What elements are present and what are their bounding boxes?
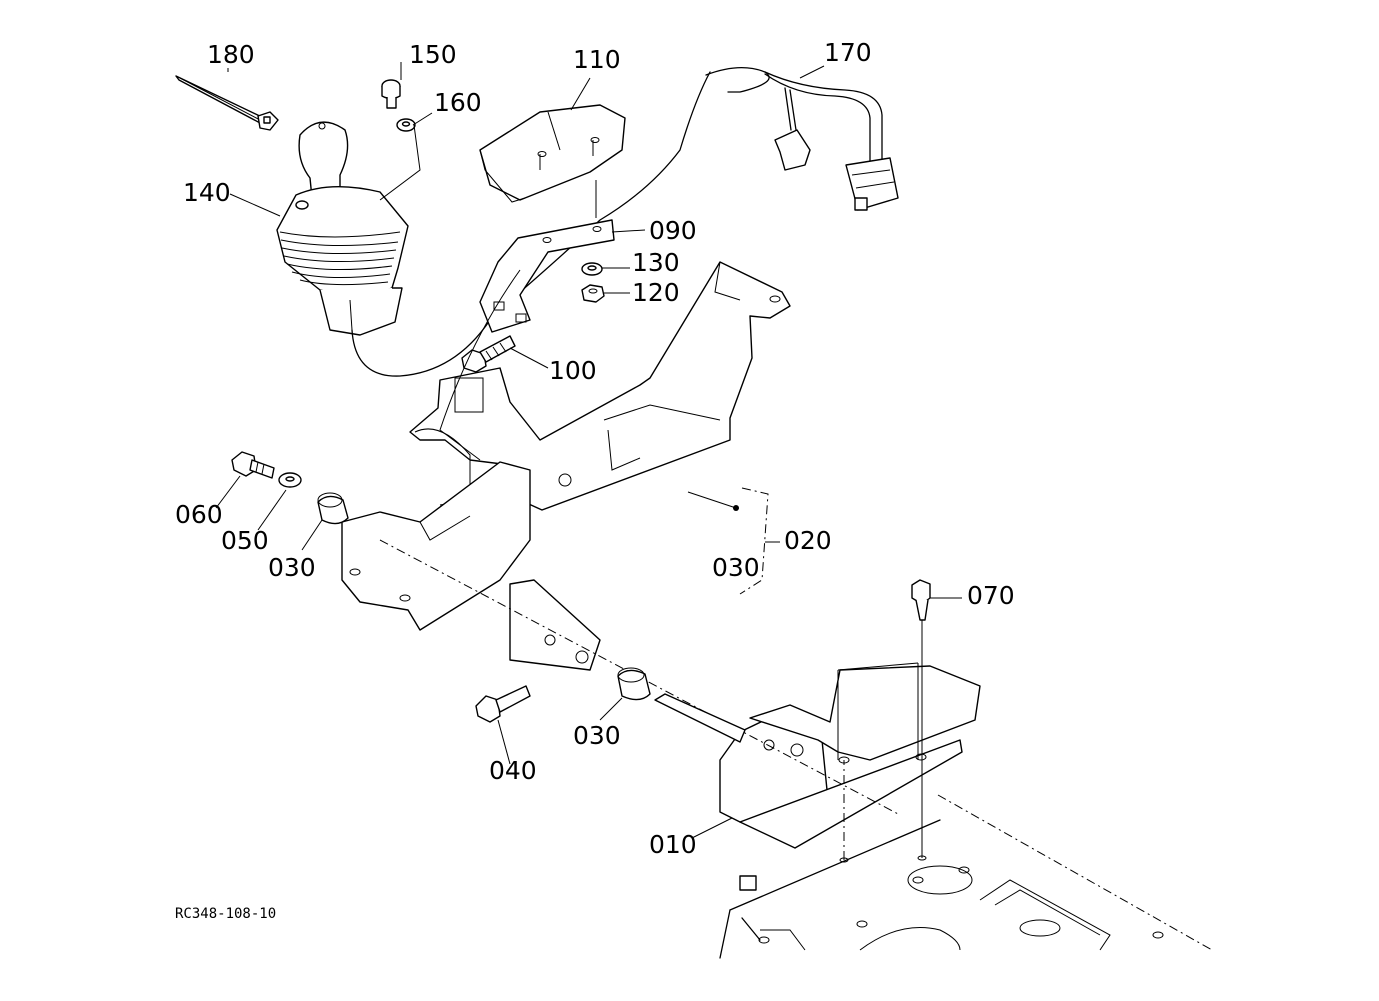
callout-070: 070 xyxy=(967,581,1015,610)
callout-030-lower: 030 xyxy=(573,721,621,750)
part-010-base-frame xyxy=(341,461,981,849)
callout-050: 050 xyxy=(221,526,269,555)
part-160-washer xyxy=(396,118,416,132)
callout-150: 150 xyxy=(409,40,457,69)
part-120-nut xyxy=(581,284,605,303)
callout-100: 100 xyxy=(549,356,597,385)
callout-160: 160 xyxy=(434,88,482,117)
part-020-main-bracket xyxy=(409,261,791,511)
callout-060: 060 xyxy=(175,500,223,529)
callout-010: 010 xyxy=(649,830,697,859)
part-050-washer xyxy=(278,472,302,488)
part-040-pin xyxy=(475,685,531,723)
part-030-bushing-upper xyxy=(317,492,349,525)
callout-090: 090 xyxy=(649,216,697,245)
part-060-bolt xyxy=(231,451,275,479)
drawing-code: RC348-108-10 xyxy=(175,906,276,922)
part-180-cable-tie xyxy=(175,75,279,131)
part-130-washer xyxy=(581,262,603,276)
part-090-bracket xyxy=(479,219,615,333)
callout-040: 040 xyxy=(489,756,537,785)
callout-180: 180 xyxy=(207,40,255,69)
callout-170: 170 xyxy=(824,38,872,67)
callout-140: 140 xyxy=(183,178,231,207)
part-170-harness xyxy=(489,67,899,319)
part-110-grip-cover xyxy=(479,104,626,218)
part-030-bushing-lower xyxy=(617,667,651,701)
callout-110: 110 xyxy=(573,45,621,74)
callout-120: 120 xyxy=(632,278,680,307)
part-150-bolt xyxy=(381,79,401,109)
leader-dot xyxy=(733,505,739,511)
part-140-joystick xyxy=(276,121,491,377)
callout-030-upper: 030 xyxy=(268,553,316,582)
callout-labels: 180 150 160 110 170 140 090 130 120 100 … xyxy=(175,38,1015,859)
callout-020: 020 xyxy=(784,526,832,555)
pin-shaft xyxy=(654,693,746,743)
callout-130: 130 xyxy=(632,248,680,277)
machine-base xyxy=(719,760,1213,959)
part-100-bolt xyxy=(461,335,516,373)
callout-030-kit: 030 xyxy=(712,553,760,582)
leader-lines xyxy=(215,62,962,839)
